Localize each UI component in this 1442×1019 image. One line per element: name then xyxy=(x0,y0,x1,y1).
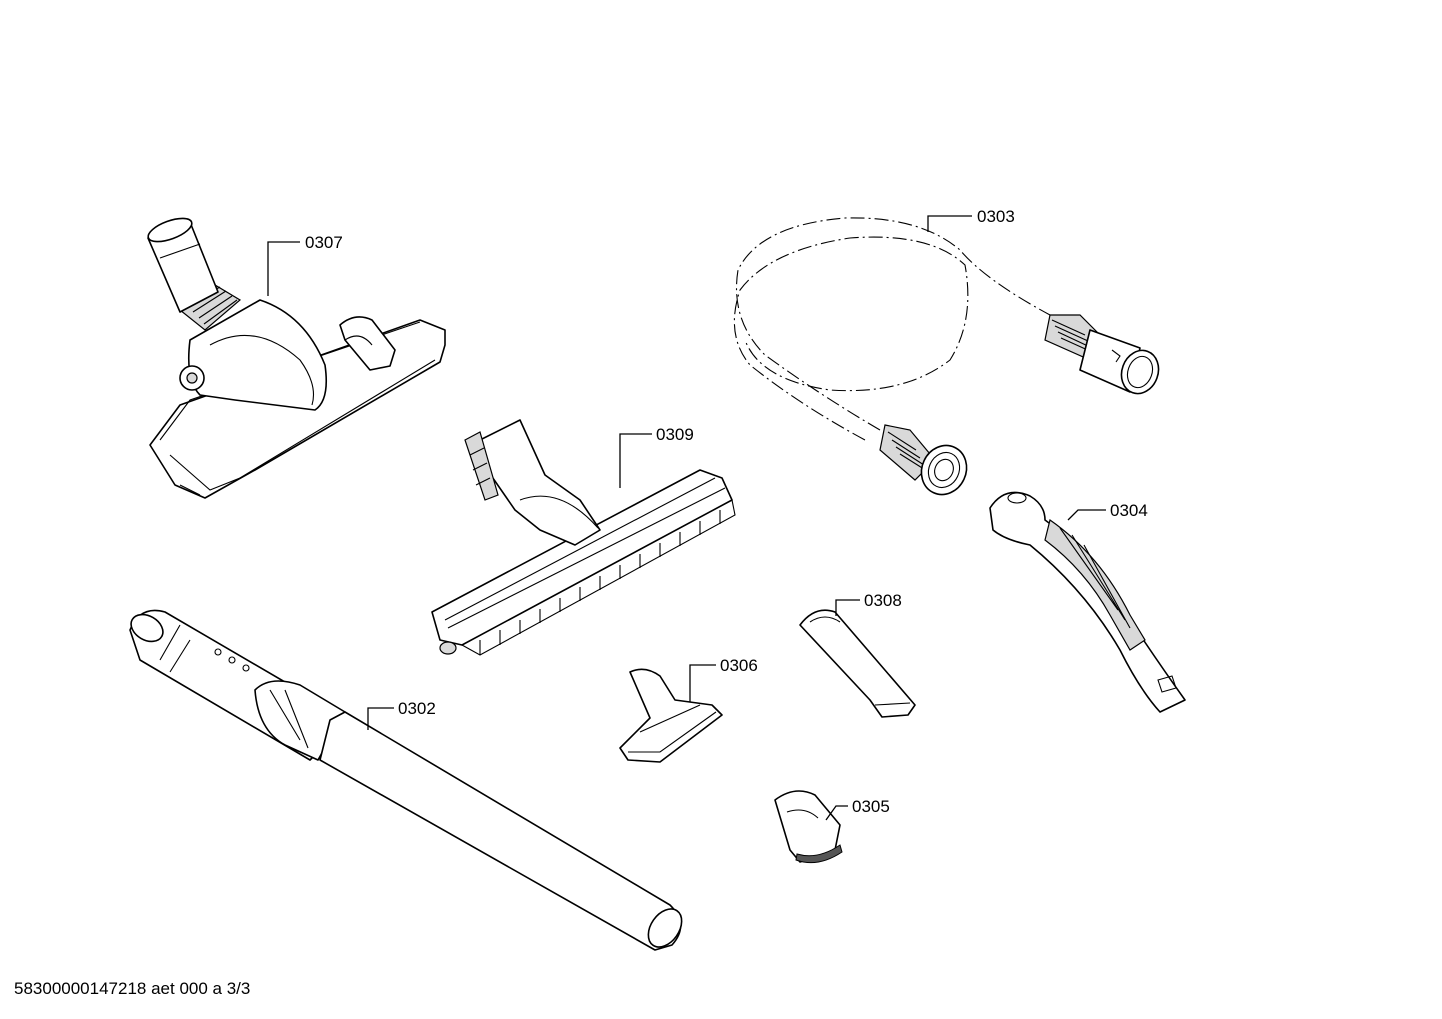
part-label-0307: 0307 xyxy=(305,233,343,252)
part-0309-hard-floor-nozzle: 0309 xyxy=(431,419,736,656)
part-label-0309: 0309 xyxy=(656,425,694,444)
part-0306-upholstery-nozzle: 0306 xyxy=(619,656,758,763)
part-0302-telescopic-tube: 0302 xyxy=(129,609,683,951)
part-label-0303: 0303 xyxy=(977,207,1015,226)
part-label-0302: 0302 xyxy=(398,699,436,718)
part-label-0306: 0306 xyxy=(720,656,758,675)
part-label-0304: 0304 xyxy=(1110,501,1148,520)
part-0305-small-nozzle: 0305 xyxy=(774,790,890,864)
document-code: 58300000147218 aet 000 a 3/3 xyxy=(14,979,251,998)
part-0303-hose: 0303 xyxy=(733,207,1160,496)
part-label-0305: 0305 xyxy=(852,797,890,816)
part-0307-floor-nozzle: 0307 xyxy=(147,217,446,499)
part-label-0308: 0308 xyxy=(864,591,902,610)
part-0304-hose-handle: 0304 xyxy=(989,491,1186,713)
part-0308-crevice-tool: 0308 xyxy=(799,591,916,718)
